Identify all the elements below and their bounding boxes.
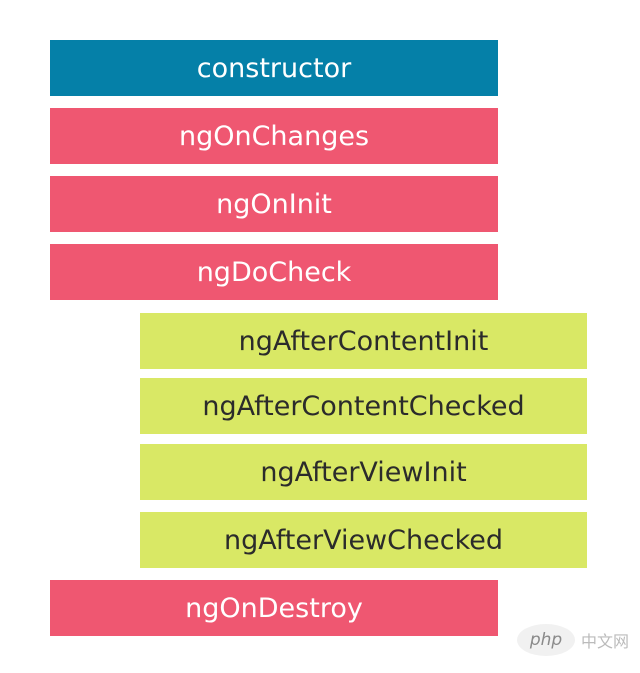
php-logo-text: php: [529, 630, 563, 650]
ngafterviewchecked-label: ngAfterViewChecked: [223, 524, 503, 556]
ngaftercontentchecked-block: ngAfterContentChecked: [140, 378, 587, 434]
ngondestroy-block: ngOnDestroy: [50, 580, 498, 636]
ngonchanges-block: ngOnChanges: [50, 108, 498, 164]
ngaftercontentinit-label: ngAfterContentInit: [238, 325, 489, 357]
ngdocheck-label: ngDoCheck: [196, 256, 352, 288]
constructor-block: constructor: [50, 40, 498, 96]
ngondestroy-label: ngOnDestroy: [185, 592, 363, 624]
ngoninit-label: ngOnInit: [216, 188, 332, 220]
ngoninit-block: ngOnInit: [50, 176, 498, 232]
php-cn-watermark: php 中文网: [517, 622, 635, 658]
ngaftercontentinit-block: ngAfterContentInit: [140, 313, 587, 369]
ngonchanges-label: ngOnChanges: [178, 120, 370, 152]
php-logo-icon: php: [517, 624, 575, 656]
ngafterviewchecked-block: ngAfterViewChecked: [140, 512, 587, 568]
ngafterviewinit-label: ngAfterViewInit: [260, 456, 467, 488]
ngdocheck-block: ngDoCheck: [50, 244, 498, 300]
watermark-suffix: 中文网: [581, 632, 630, 651]
ngafterviewinit-block: ngAfterViewInit: [140, 444, 587, 500]
constructor-label: constructor: [196, 52, 352, 84]
ngaftercontentchecked-label: ngAfterContentChecked: [202, 390, 525, 422]
